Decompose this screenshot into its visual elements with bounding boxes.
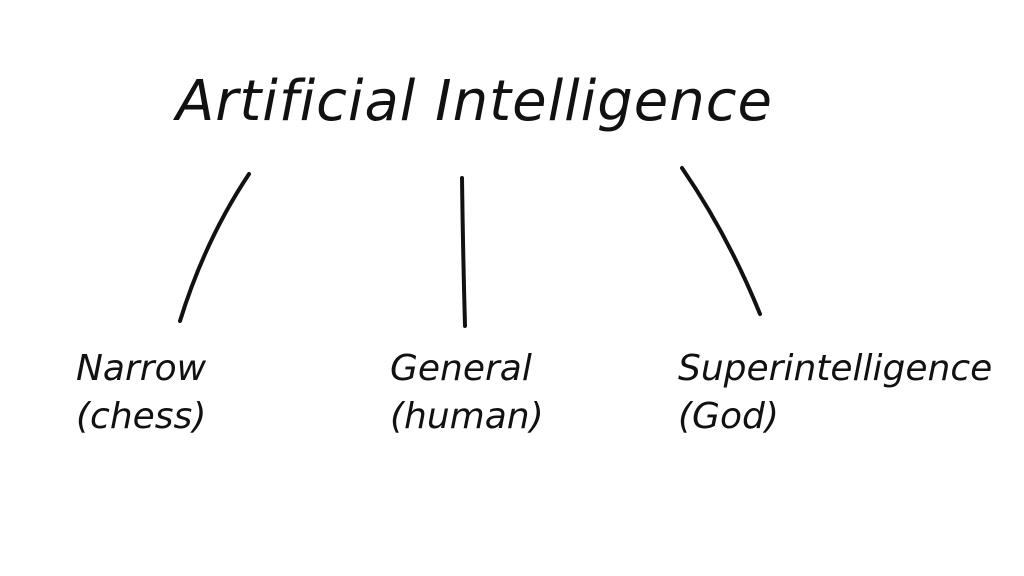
node-superintelligence: Superintelligence (God)	[678, 345, 992, 441]
connector-superintelligence	[680, 166, 762, 316]
node-superintelligence-label: Superintelligence	[678, 348, 993, 389]
node-general: General (human)	[390, 345, 544, 441]
node-narrow-label: Narrow	[76, 348, 207, 389]
node-superintelligence-example: (God)	[678, 396, 779, 437]
node-general-label: General	[390, 348, 532, 389]
node-general-example: (human)	[390, 396, 544, 437]
node-narrow-example: (chess)	[76, 396, 207, 437]
connector-general	[460, 176, 467, 328]
connector-narrow	[178, 172, 251, 323]
diagram-title: Artificial Intelligence	[176, 69, 773, 134]
node-narrow: Narrow (chess)	[76, 345, 206, 441]
